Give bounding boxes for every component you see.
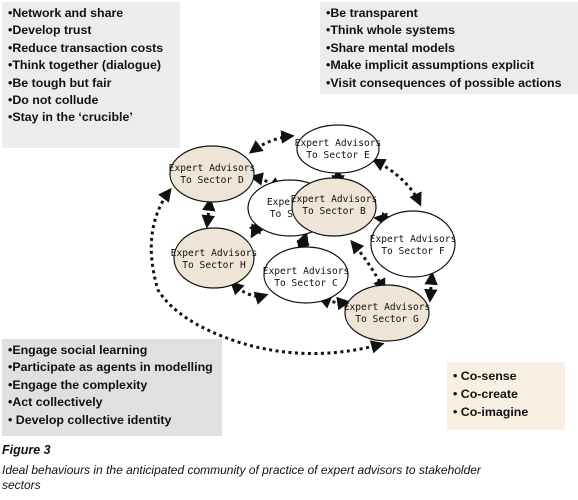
list-item: •Think whole systems — [326, 23, 455, 38]
list-item: •Be transparent — [326, 6, 418, 20]
connector-e-f — [371, 158, 422, 207]
node-f: Expert Advisors To Sector F — [370, 210, 457, 278]
list-item: •Reduce transaction costs — [8, 40, 164, 55]
node-e: Expert Advisors To Sector E — [295, 124, 382, 174]
top-left-behaviours-box: •Network and share •Develop trust •Reduc… — [2, 2, 180, 148]
list-item: • Co-sense — [453, 369, 517, 383]
node-e-ellipse — [296, 124, 380, 174]
node-d: Expert Advisors To Sector D — [169, 145, 256, 203]
node-d-ellipse — [169, 145, 255, 203]
figure-caption: Ideal behaviours in the anticipated comm… — [2, 463, 481, 492]
node-c-label-line2: To Sector C — [274, 278, 338, 289]
node-g-label-line1: Expert Advisors — [344, 302, 431, 313]
connector-d-e — [248, 130, 295, 154]
node-d-label-line1: Expert Advisors — [169, 163, 256, 174]
connector-h-c — [230, 281, 269, 305]
node-h-ellipse — [173, 227, 255, 289]
node-b-label-line1: Expert Advisors — [291, 194, 378, 205]
node-g: Expert Advisors To Sector G — [344, 284, 431, 342]
list-item: •Do not collude — [8, 93, 99, 108]
connector-d-g-long — [149, 187, 385, 356]
node-f-label-line2: To Sector F — [381, 246, 445, 257]
node-b-label-line2: To Sector B — [302, 206, 366, 217]
node-c: Expert Advisors To Sector C — [263, 246, 350, 304]
list-item: •Engage the complexity — [8, 377, 148, 392]
list-item: • Co-create — [453, 387, 518, 401]
list-item: • Co-imagine — [453, 405, 529, 419]
bottom-left-behaviours-box: •Engage social learning •Participate as … — [2, 339, 222, 436]
figure-title: Figure 3 — [2, 443, 51, 457]
list-item: •Engage social learning — [8, 343, 148, 357]
connector-d-h — [201, 197, 216, 229]
top-right-behaviours-box: •Be transparent •Think whole systems •Sh… — [320, 2, 578, 94]
list-item: •Be tough but fair — [8, 75, 112, 90]
node-f-ellipse — [370, 210, 456, 278]
list-item: • Develop collective identity — [8, 412, 172, 427]
node-g-ellipse — [344, 284, 430, 342]
list-item: •Network and share — [8, 6, 124, 20]
node-a-label-line1: Expert A — [267, 197, 313, 208]
node-b-ellipse — [291, 177, 377, 237]
list-item: •Stay in the ‘crucible’ — [8, 110, 133, 125]
list-item: •Participate as agents in modelling — [8, 360, 213, 375]
list-item: •Make implicit assumptions explicit — [326, 58, 535, 73]
node-g-label-line2: To Sector G — [355, 314, 419, 325]
node-h: Expert Advisors To Sector H — [171, 227, 258, 289]
list-item: •Visit consequences of possible actions — [326, 75, 562, 90]
bottom-right-behaviours-box: • Co-sense • Co-create • Co-imagine — [447, 362, 565, 430]
node-f-label-line1: Expert Advisors — [370, 234, 457, 245]
node-c-label-line1: Expert Advisors — [263, 266, 350, 277]
connector-f-g — [424, 271, 438, 303]
list-item: •Develop trust — [8, 23, 92, 38]
advisor-network-diagram: Expert A To Sect Expert Advisors To Sect… — [149, 124, 457, 356]
node-e-label-line1: Expert Advisors — [295, 138, 382, 149]
list-item: •Share mental models — [326, 40, 455, 55]
list-item: •Act collectively — [8, 395, 103, 410]
node-d-label-line2: To Sector D — [180, 175, 244, 186]
list-item: •Think together (dialogue) — [8, 58, 162, 73]
node-c-ellipse — [263, 246, 349, 304]
node-a-label-line2: To Sect — [270, 209, 310, 220]
node-h-label-line1: Expert Advisors — [171, 248, 258, 259]
node-h-label-line2: To Sector H — [182, 260, 246, 271]
node-b: Expert Advisors To Sector B — [291, 177, 378, 237]
node-e-label-line2: To Sector E — [306, 150, 370, 161]
